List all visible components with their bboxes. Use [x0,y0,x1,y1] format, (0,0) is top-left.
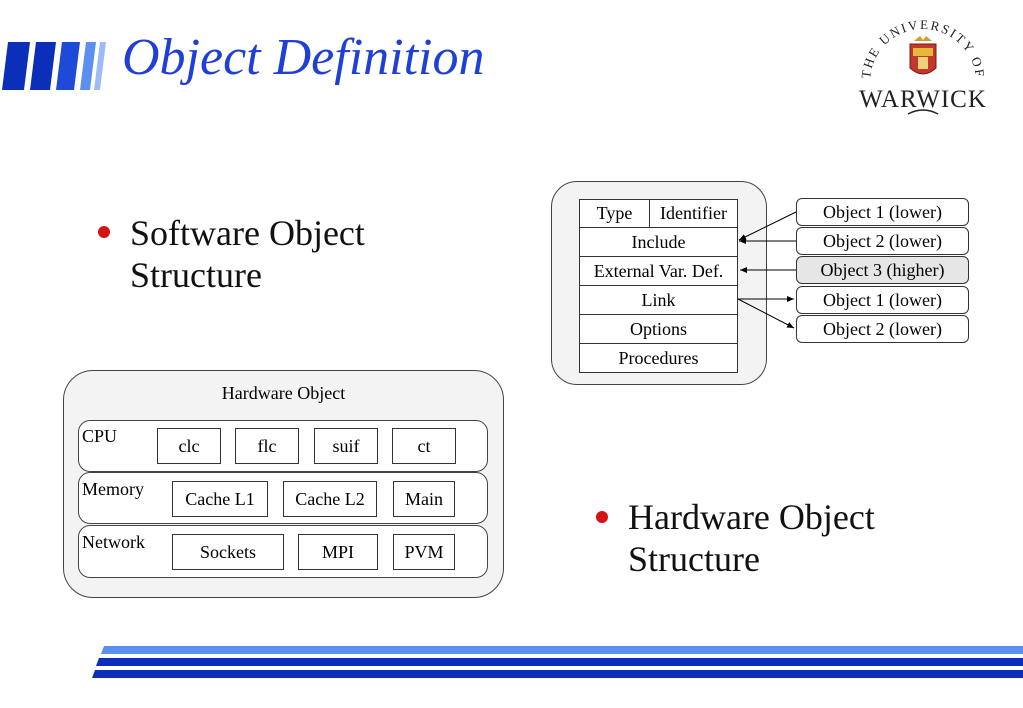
cell-type: Type [579,199,650,228]
bullet-software-line2: Structure [130,255,262,295]
footer-stripes-decoration [92,646,1023,678]
cpu-item-flc: flc [235,428,299,464]
cpu-item-ct: ct [392,428,456,464]
object-box-5-lower: Object 2 (lower) [796,315,969,343]
object-box-1-lower: Object 1 (lower) [796,198,969,226]
bullet-dot-software [98,226,110,238]
memory-item-main: Main [393,481,455,517]
cell-external-var-def: External Var. Def. [579,256,738,286]
bullet-hardware-line1: Hardware Object [628,497,875,537]
bullet-software-line1: Software Object [130,213,365,253]
title-bars-decoration [2,42,106,90]
row-label-cpu: CPU [82,426,118,446]
cpu-item-suif: suif [314,428,378,464]
object-box-2-lower: Object 2 (lower) [796,227,969,255]
object-box-4-lower: Object 1 (lower) [796,286,969,314]
hardware-object-title: Hardware Object [221,383,346,403]
memory-item-cache-l2: Cache L2 [283,481,377,517]
bullet-hardware-line2: Structure [628,539,760,579]
bullet-software-structure: Software Object Structure [130,212,365,296]
object-box-3-higher: Object 3 (higher) [796,256,969,284]
network-item-pvm: PVM [393,534,455,570]
cell-identifier: Identifier [649,199,738,228]
network-item-mpi: MPI [298,534,378,570]
cell-procedures: Procedures [579,343,738,373]
row-label-network: Network [82,532,145,552]
bullet-dot-hardware [596,511,608,523]
page-title: Object Definition [122,29,485,86]
row-label-memory: Memory [82,479,144,499]
cpu-item-clc: clc [157,428,221,464]
cell-options: Options [579,314,738,344]
memory-item-cache-l1: Cache L1 [172,481,268,517]
logo-wordmark: WARWICK [859,86,987,113]
bullet-hardware-structure: Hardware Object Structure [628,496,875,580]
university-logo: THE UNIVERSITY OF [858,17,986,115]
university-crest-icon [909,36,937,75]
network-item-sockets: Sockets [172,534,284,570]
cell-include: Include [579,227,738,257]
cell-link: Link [579,285,738,315]
